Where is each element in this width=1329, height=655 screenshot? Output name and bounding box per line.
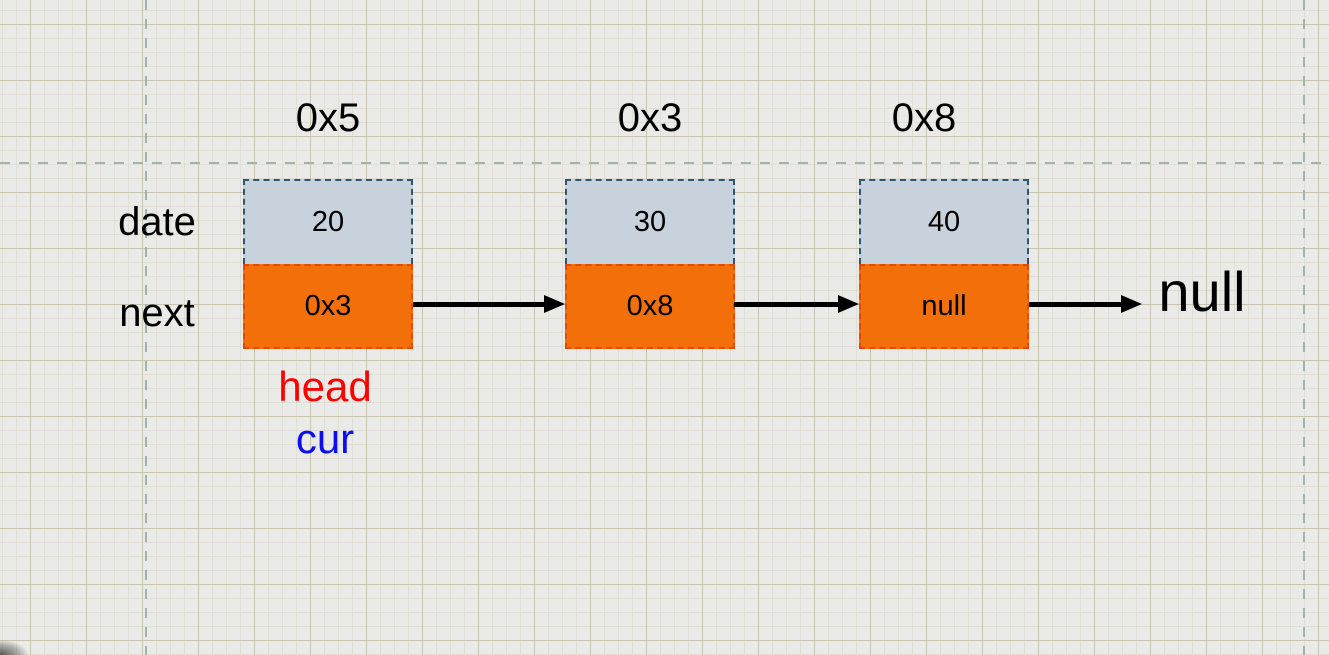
next-pointer-arrow-3[interactable] [1029,295,1142,313]
node-3-data-value: 40 [927,206,961,238]
node-3-next-cell[interactable]: null [859,264,1029,349]
null-terminator-label[interactable]: null [1158,260,1246,323]
head-pointer-label[interactable]: head [278,363,372,410]
node-address-label-3[interactable]: 0x8 [891,96,957,140]
node-1-next-cell[interactable]: 0x3 [243,264,413,349]
node-1-data-value: 20 [311,206,345,238]
node-2-next-cell[interactable]: 0x8 [565,264,735,349]
next-pointer-arrow-1[interactable] [413,295,565,313]
arrow-head-icon [1121,295,1142,313]
arrow-line [413,301,544,307]
node-3-next-value: null [921,290,967,322]
node-2-data-cell[interactable]: 30 [565,179,735,264]
list-node-3[interactable]: 40 null [859,179,1029,349]
node-address-label-1[interactable]: 0x5 [295,96,361,140]
page-guide-horizontal-top [0,162,1329,164]
arrow-line [734,301,838,307]
page-guide-vertical-left [145,0,147,655]
field-label-data[interactable]: date [118,200,196,244]
arrow-line [1029,301,1121,307]
arrow-head-icon [838,295,859,313]
node-1-next-value: 0x3 [304,290,352,322]
node-1-data-cell[interactable]: 20 [243,179,413,264]
node-2-data-value: 30 [633,206,667,238]
node-2-next-value: 0x8 [626,290,674,322]
list-node-2[interactable]: 30 0x8 [565,179,735,349]
list-node-1[interactable]: 20 0x3 [243,179,413,349]
field-label-next[interactable]: next [119,291,195,335]
node-address-label-2[interactable]: 0x3 [617,96,683,140]
canvas-corner-artifact [0,640,28,655]
arrow-head-icon [544,295,565,313]
next-pointer-arrow-2[interactable] [734,295,859,313]
node-3-data-cell[interactable]: 40 [859,179,1029,264]
cur-pointer-label[interactable]: cur [295,415,355,462]
page-guide-vertical-right [1303,0,1305,655]
